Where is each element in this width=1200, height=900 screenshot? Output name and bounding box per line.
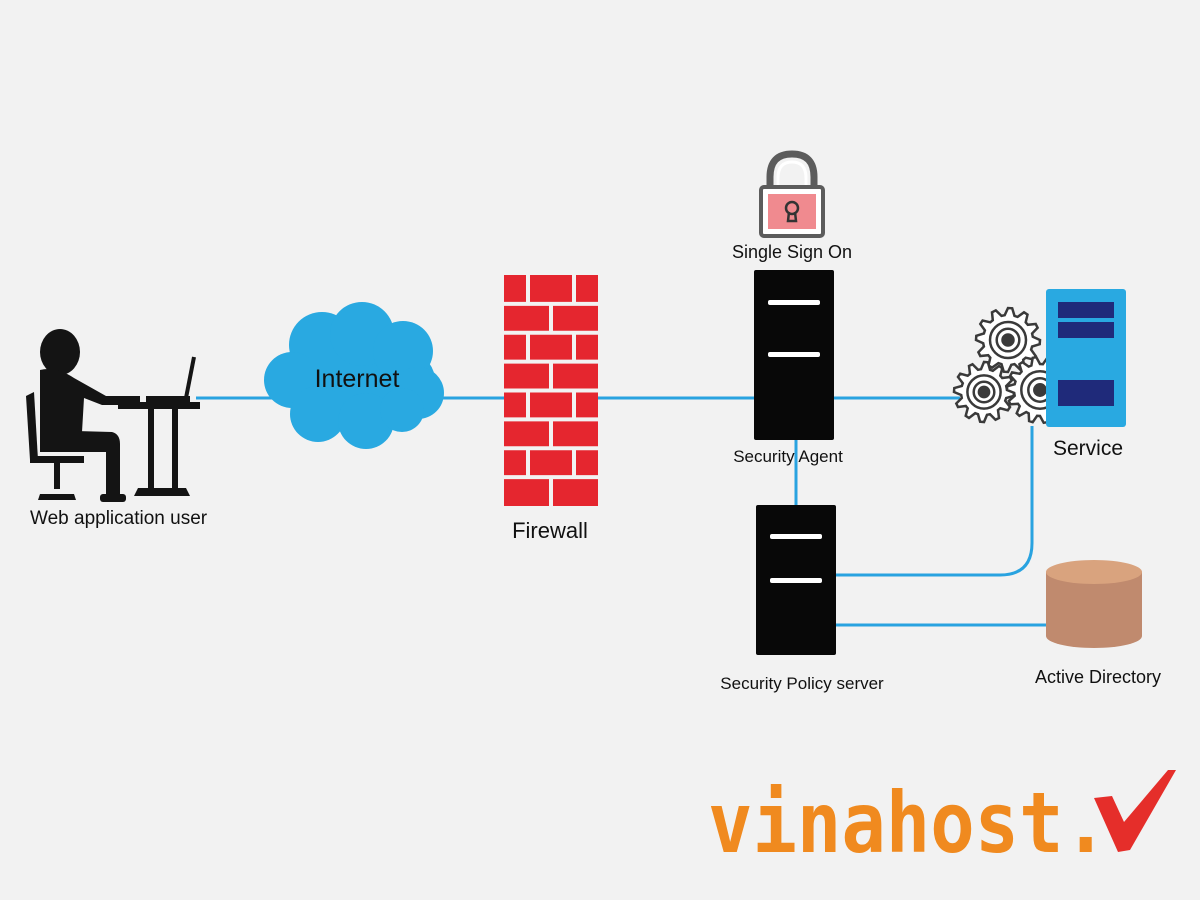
directory-label: Active Directory bbox=[1035, 667, 1161, 687]
internet-cloud-icon bbox=[264, 302, 444, 449]
service-server-icon bbox=[1046, 289, 1126, 427]
service-label: Service bbox=[1053, 437, 1123, 460]
gear-left-icon bbox=[952, 360, 1016, 424]
padlock-icon bbox=[759, 150, 825, 238]
vinahost-logo: vinahost. bbox=[708, 770, 1176, 872]
connection-lines bbox=[196, 396, 1048, 627]
user-at-desk-icon bbox=[26, 329, 200, 502]
link-policy-service bbox=[836, 426, 1034, 577]
security-policy-server-icon bbox=[756, 505, 836, 655]
logo-text: vinahost. bbox=[708, 774, 1108, 872]
checkmark-icon bbox=[1094, 770, 1176, 852]
sso-label: Single Sign On bbox=[732, 242, 852, 262]
agent-label: Security Agent bbox=[733, 447, 843, 466]
firewall-label: Firewall bbox=[512, 518, 588, 543]
security-agent-server-icon bbox=[754, 270, 834, 440]
database-cylinder-icon bbox=[1046, 560, 1142, 648]
laptop-screen-icon bbox=[184, 356, 196, 399]
user-label: Web application user bbox=[30, 508, 208, 529]
firewall-brick-wall-icon bbox=[504, 275, 598, 506]
policy-label: Security Policy server bbox=[720, 674, 884, 693]
internet-label: Internet bbox=[315, 365, 400, 393]
